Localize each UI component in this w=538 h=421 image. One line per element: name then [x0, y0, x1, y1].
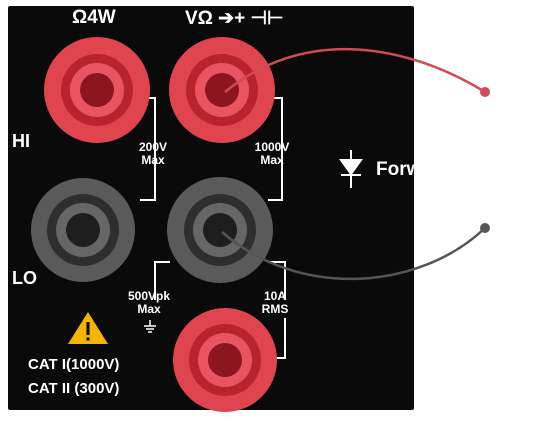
terminal-com-lo[interactable]	[167, 177, 273, 283]
limit-10a: 10A RMS	[261, 289, 289, 316]
plus-sign: +	[498, 70, 521, 112]
cat-rating-line2: CAT II (300V)	[28, 380, 120, 397]
lo-label: LO	[12, 268, 37, 288]
diode-icon	[339, 150, 363, 188]
forward-bias-label: Forward Bias	[376, 159, 497, 180]
rotation-arrow-icon	[431, 6, 486, 46]
limit-1000v: 1000V Max	[254, 140, 290, 167]
ground-icon	[144, 320, 156, 333]
minus-sign: -	[505, 200, 519, 244]
gray-test-lead	[221, 227, 486, 280]
terminal-vohm-hi[interactable]	[169, 37, 275, 143]
red-lead-tip	[480, 87, 490, 97]
vohm-diode-label: VΩ ➔+ ⊣⊢	[185, 8, 284, 29]
terminal-omega4w-lo[interactable]	[31, 178, 135, 282]
omega4w-label: Ω4W	[72, 7, 116, 28]
red-test-lead	[224, 48, 486, 94]
hi-label: HI	[12, 131, 30, 151]
terminal-omega4w-hi[interactable]	[44, 37, 150, 143]
cat-rating-line1: CAT I(1000V)	[28, 356, 120, 373]
terminal-10a[interactable]	[173, 308, 277, 412]
warning-icon	[68, 312, 108, 344]
limit-500vpk: 500Vpk Max	[127, 289, 171, 316]
limit-200v: 200V Max	[138, 140, 168, 167]
gray-lead-tip	[480, 223, 490, 233]
